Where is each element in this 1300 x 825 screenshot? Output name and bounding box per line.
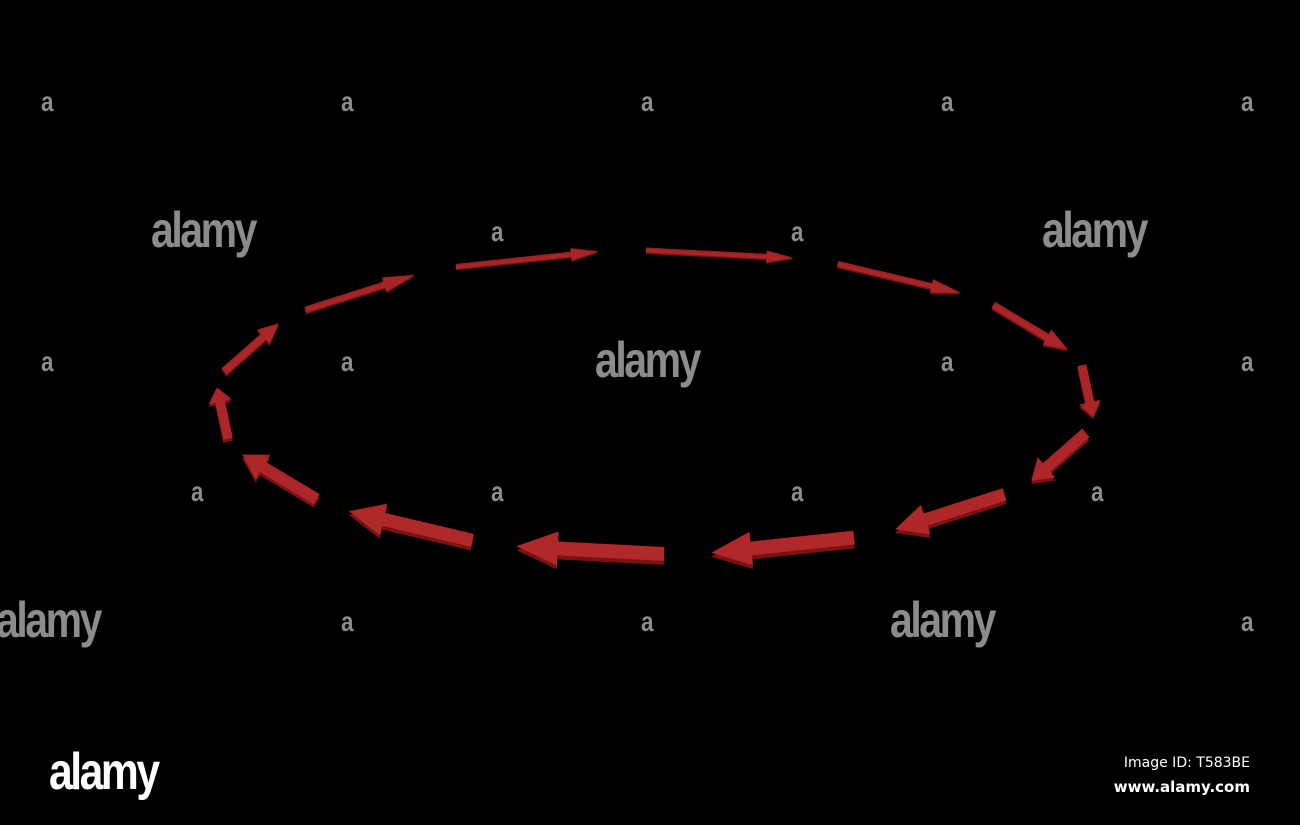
- watermark-a: a: [41, 348, 53, 376]
- watermark-a: a: [341, 608, 353, 636]
- image-id-label: Image ID: T583BE: [1124, 755, 1250, 771]
- watermark-a: a: [941, 348, 953, 376]
- cycle-arrow-face: [895, 488, 1006, 534]
- watermark-a: a: [791, 218, 803, 246]
- cycle-arrow: [1031, 429, 1089, 484]
- watermark-alamy: alamy: [1042, 205, 1146, 255]
- watermark-alamy: alamy: [0, 595, 100, 645]
- cycle-arrow-face: [242, 454, 320, 504]
- watermark-a: a: [41, 88, 53, 116]
- watermark-a: a: [341, 348, 353, 376]
- watermark-alamy: alamy: [151, 205, 255, 255]
- watermark-a: a: [191, 478, 203, 506]
- site-url: www.alamy.com: [1114, 778, 1250, 796]
- cycle-arrow-face: [222, 323, 279, 374]
- watermark-a: a: [1241, 88, 1253, 116]
- watermark-a: a: [641, 608, 653, 636]
- cycle-arrow: [895, 488, 1006, 538]
- cycle-arrow: [516, 532, 664, 570]
- cycle-arrow: [646, 248, 794, 264]
- watermark-a: a: [1241, 348, 1253, 376]
- cycle-arrow: [991, 302, 1067, 352]
- watermark-a: a: [491, 478, 503, 506]
- cycle-arrow: [349, 504, 474, 551]
- watermark-a: a: [641, 88, 653, 116]
- watermark-a: a: [341, 88, 353, 116]
- alamy-logo: alamy: [49, 746, 158, 798]
- cycle-arrow-face: [1031, 429, 1089, 481]
- watermark-a: a: [791, 478, 803, 506]
- cycle-arrow: [1077, 364, 1100, 419]
- cycle-arrow-face: [991, 302, 1067, 350]
- cycle-arrow: [209, 387, 233, 442]
- cycle-arrow: [711, 531, 854, 569]
- watermark-alamy: alamy: [890, 595, 994, 645]
- cycle-arrow: [242, 454, 320, 507]
- cycle-arrow-face: [209, 387, 233, 439]
- cycle-arrow-face: [304, 275, 414, 313]
- watermark-alamy: alamy: [595, 335, 699, 385]
- cycle-arrow-face: [837, 261, 961, 293]
- cycle-arrow: [304, 275, 414, 315]
- cycle-arrow: [456, 248, 599, 270]
- watermark-a: a: [1091, 478, 1103, 506]
- cycle-arrow: [837, 261, 961, 294]
- watermark-a: a: [1241, 608, 1253, 636]
- cycle-arrow-face: [349, 504, 474, 547]
- cycle-arrow: [222, 323, 279, 376]
- watermark-a: a: [491, 218, 503, 246]
- watermark-a: a: [941, 88, 953, 116]
